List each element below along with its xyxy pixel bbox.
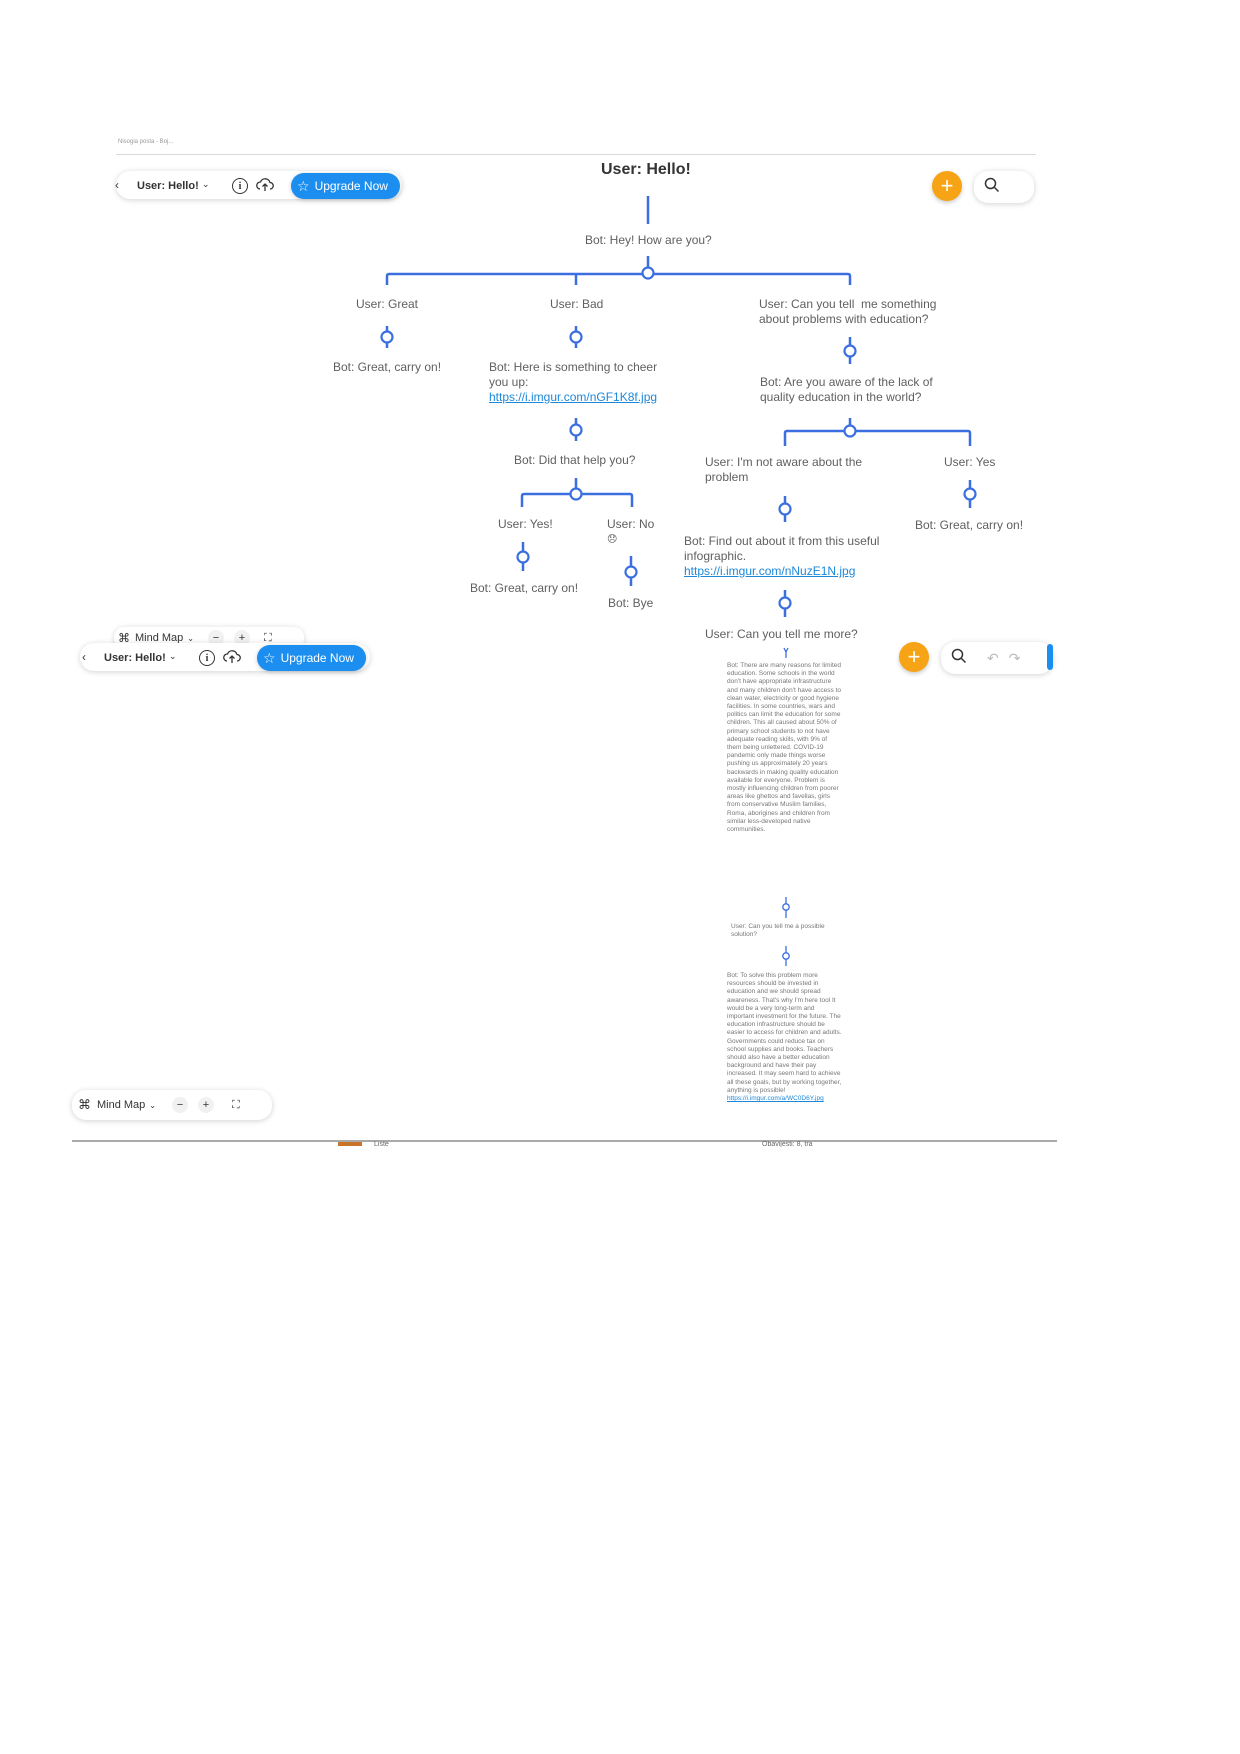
node-user-yes-help[interactable]: User: Yes! bbox=[498, 517, 553, 531]
node-text-line: User: I'm not aware about the bbox=[705, 455, 863, 469]
add-node-button[interactable]: + bbox=[899, 642, 929, 672]
node-user-edu[interactable]: User: Can you tell me something about pr… bbox=[759, 297, 936, 327]
node-bot-great-3[interactable]: Bot: Great, carry on! bbox=[915, 518, 1024, 532]
node-bot-did-help[interactable]: Bot: Did that help you? bbox=[514, 453, 636, 467]
node-root[interactable]: User: Hello! bbox=[601, 161, 691, 178]
node-user-more[interactable]: User: Can you tell me more? bbox=[705, 627, 858, 641]
chevron-down-icon[interactable]: ⌄ bbox=[169, 651, 177, 661]
screen-bottom-edge bbox=[72, 1140, 1057, 1142]
info-icon[interactable]: i bbox=[199, 650, 215, 666]
side-tab[interactable] bbox=[1047, 644, 1053, 670]
sad-emoji: 😞 bbox=[607, 534, 618, 545]
node-bot-bye[interactable]: Bot: Bye bbox=[608, 596, 654, 610]
breadcrumb: Nisogia posta - Boj... bbox=[118, 139, 174, 145]
image-link[interactable]: https://i.imgur.com/nNuzE1N.jpg bbox=[684, 564, 856, 578]
node-text-line: you up: bbox=[489, 375, 529, 389]
add-node-button[interactable]: + bbox=[932, 171, 962, 201]
node-bot-solution[interactable]: Bot: To solve this problem more resource… bbox=[727, 972, 843, 1103]
node-user-not-aware[interactable]: User: I'm not aware about the problem bbox=[705, 455, 862, 485]
node-text-line: Bot: Find out about it from this useful bbox=[684, 534, 880, 548]
node-user-great[interactable]: User: Great bbox=[356, 297, 419, 311]
node-bot-greet[interactable]: Bot: Hey! How are you? bbox=[585, 233, 712, 247]
search-icon[interactable] bbox=[984, 177, 1000, 198]
mindmap-title-select[interactable]: User: Hello! bbox=[104, 652, 166, 664]
node-bot-great-1[interactable]: Bot: Great, carry on! bbox=[333, 360, 442, 374]
node-text-line: User: Can you tell me something bbox=[759, 297, 937, 311]
upgrade-now-button[interactable]: ☆ Upgrade Now bbox=[291, 173, 400, 199]
chevron-down-icon[interactable]: ⌄ bbox=[202, 179, 210, 189]
footer-left: Liste bbox=[374, 1141, 389, 1147]
info-icon[interactable]: i bbox=[232, 178, 248, 194]
node-bot-infographic[interactable]: Bot: Find out about it from this useful … bbox=[684, 534, 879, 579]
search-undo-toolbar: ↶ ↷ bbox=[941, 642, 1053, 674]
node-text-line: about problems with education? bbox=[759, 312, 929, 326]
fit-screen-icon[interactable]: ⛶ bbox=[264, 631, 272, 644]
mindmap-mode-select[interactable]: Mind Map bbox=[135, 632, 184, 644]
node-text: Bot: To solve this problem more resource… bbox=[727, 972, 842, 1094]
search-toolbar bbox=[974, 171, 1034, 203]
node-user-bad[interactable]: User: Bad bbox=[550, 297, 604, 311]
node-bot-aware[interactable]: Bot: Are you aware of the lack of qualit… bbox=[760, 375, 933, 405]
zoom-in-button[interactable]: + bbox=[234, 630, 250, 646]
node-text-line: quality education in the world? bbox=[760, 390, 922, 404]
taskbar-icon bbox=[338, 1142, 362, 1146]
node-text-line: Bot: Here is something to cheer bbox=[489, 360, 658, 374]
divider bbox=[116, 154, 1036, 155]
back-chevron-icon[interactable]: ‹ bbox=[82, 650, 86, 664]
node-user-solution[interactable]: User: Can you tell me a possible solutio… bbox=[731, 923, 825, 939]
chevron-down-icon[interactable]: ⌄ bbox=[187, 633, 194, 643]
undo-icon[interactable]: ↶ bbox=[987, 649, 999, 666]
node-user-yes[interactable]: User: Yes bbox=[944, 455, 996, 469]
search-icon[interactable] bbox=[951, 648, 967, 669]
upgrade-now-button[interactable]: ☆ Upgrade Now bbox=[257, 645, 366, 671]
node-text-line: problem bbox=[705, 470, 749, 484]
redo-icon[interactable]: ↷ bbox=[1008, 649, 1021, 666]
zoom-out-button[interactable]: − bbox=[172, 1097, 188, 1113]
footer-right: Obavijesti: 8, tra bbox=[762, 1141, 813, 1147]
node-text-line: Bot: Are you aware of the lack of bbox=[760, 375, 933, 389]
node-bot-reasons[interactable]: Bot: There are many reasons for limited … bbox=[727, 662, 842, 834]
node-text-line: infographic. bbox=[684, 549, 747, 563]
mindmap-title-select[interactable]: User: Hello! bbox=[137, 180, 199, 192]
star-icon: ☆ bbox=[297, 177, 310, 194]
mindmap-icon: ⌘ bbox=[78, 1097, 91, 1112]
mindmap-toolbar-2: ⌘ Mind Map ⌄ − + ⛶ bbox=[72, 1090, 272, 1120]
cloud-upload-icon[interactable] bbox=[223, 648, 241, 666]
star-icon: ☆ bbox=[263, 649, 276, 666]
node-bot-cheer[interactable]: Bot: Here is something to cheer you up: … bbox=[489, 360, 657, 405]
mindmap-icon: ⌘ bbox=[118, 631, 130, 645]
cloud-upload-icon[interactable] bbox=[256, 176, 274, 194]
node-text-line: User: No bbox=[607, 517, 655, 531]
node-user-no[interactable]: User: No 😞 bbox=[607, 517, 654, 547]
zoom-in-button[interactable]: + bbox=[198, 1097, 214, 1113]
fit-screen-icon[interactable]: ⛶ bbox=[232, 1098, 240, 1111]
upgrade-label: Upgrade Now bbox=[314, 179, 388, 193]
node-bot-great-2[interactable]: Bot: Great, carry on! bbox=[470, 581, 579, 595]
mindmap-mode-select[interactable]: Mind Map bbox=[97, 1099, 146, 1111]
zoom-out-button[interactable]: − bbox=[208, 630, 224, 646]
image-link[interactable]: https://i.imgur.com/a/WC0D6Y.jpg bbox=[727, 1095, 824, 1103]
upgrade-label: Upgrade Now bbox=[280, 651, 354, 665]
image-link[interactable]: https://i.imgur.com/nGF1K8f.jpg bbox=[489, 390, 658, 404]
back-chevron-icon[interactable]: ‹ bbox=[115, 178, 119, 192]
chevron-down-icon[interactable]: ⌄ bbox=[149, 1100, 156, 1110]
